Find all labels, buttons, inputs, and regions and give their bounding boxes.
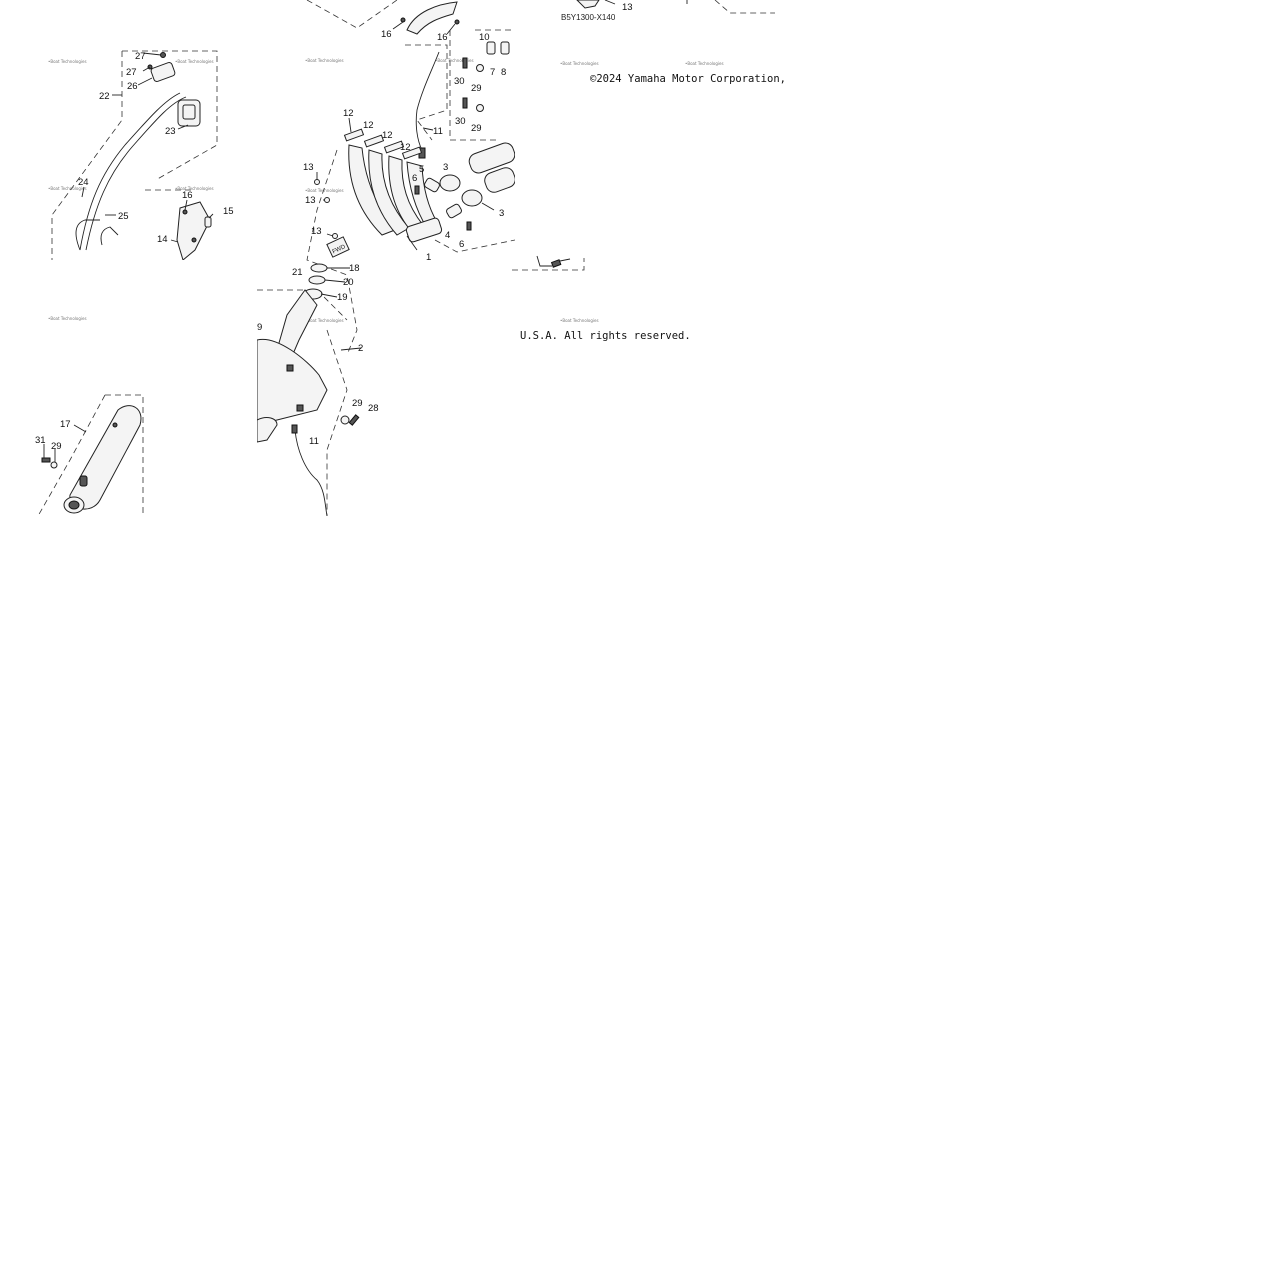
watermark-text: •Boat Technologies (48, 186, 87, 191)
watermark-group-top: •Boat Technologies •Boat Technologies (560, 61, 724, 66)
callout-number: 6 (459, 239, 464, 250)
callout-number: 13 (311, 226, 322, 237)
callout-number: 22 (99, 91, 110, 102)
callout-number: 30 (455, 116, 466, 127)
callout-number: 7 (490, 67, 495, 78)
watermark-group-mid: •Boat Technologies (560, 318, 599, 323)
callout-number: 3 (499, 208, 504, 219)
callout-number: 1 (426, 252, 431, 263)
diagram-tile-protector: •Boat Technologies 16 15 14 (145, 180, 235, 260)
callout-number: 20 (343, 277, 354, 288)
callout-number: 15 (223, 206, 234, 217)
copyright-line-1: ©2024 Yamaha Motor Corporation, (590, 73, 786, 85)
callout-number: 10 (479, 32, 490, 43)
callout-number: 17 (60, 419, 71, 430)
watermark-text: •Boat Technologies (175, 59, 214, 64)
callout-number: FWD (332, 244, 348, 255)
watermark-text: •Boat Technologies (685, 61, 724, 66)
callout-number: 24 (78, 177, 89, 188)
watermark-text: •Boat Technologies (305, 188, 344, 193)
callout-number: 30 (454, 76, 465, 87)
callout-number: 27 (135, 51, 146, 62)
protector-illustration: •Boat Technologies 16 15 14 (145, 186, 234, 260)
callout-number: 12 (363, 120, 374, 131)
figcode-fragment: 13 B5Y1300-X140 (561, 0, 775, 22)
callout-number: 18 (349, 263, 360, 274)
callout-number: 8 (501, 67, 506, 78)
copyright-line-2: U.S.A. All rights reserved. (520, 330, 691, 342)
callout-number: 12 (400, 142, 411, 153)
callout-number: 16 (381, 29, 392, 40)
figure-code: B5Y1300-X140 (561, 13, 616, 22)
watermark-text: •Boat Technologies (48, 316, 87, 321)
callout-number: 14 (157, 234, 168, 245)
callout-number: 29 (471, 123, 482, 134)
callout-number: 13 (305, 195, 316, 206)
callout-number: 13 (622, 2, 633, 13)
watermark-text: •Boat Technologies (560, 318, 599, 323)
callout-number: 16 (182, 190, 193, 201)
callout-number: 19 (337, 292, 348, 303)
callout-number: 4 (445, 230, 450, 241)
callout-number: 11 (433, 126, 443, 137)
diagram-tile-muffler: •Boat Technologies 17 31 29 (30, 300, 230, 516)
callout-number: 12 (382, 130, 393, 141)
watermark-text: •Boat Technologies (305, 318, 344, 323)
callout-number: 2 (358, 343, 363, 354)
diagram-tile-sensor (512, 250, 587, 272)
callout-number: 12 (343, 108, 354, 119)
callout-number: 25 (118, 211, 129, 222)
exhaust-illustration: •Boat Technologies •Boat Technologies •B… (257, 0, 515, 516)
callout-number: 28 (368, 403, 379, 414)
diagram-tile-exhaust: •Boat Technologies •Boat Technologies •B… (257, 0, 515, 516)
callout-number: 13 (303, 162, 314, 173)
callout-number: 31 (35, 435, 46, 446)
watermark-text: •Boat Technologies (305, 58, 344, 63)
watermark-text: •Boat Technologies (175, 186, 214, 191)
callout-number: 3 (443, 162, 448, 173)
callout-number: 26 (127, 81, 138, 92)
watermark-text: •Boat Technologies (435, 58, 474, 63)
callout-number: 5 (419, 164, 424, 175)
callout-number: 16 (437, 32, 448, 43)
diagram-tile-figcode: 13 B5Y1300-X140 (515, 0, 775, 30)
callout-number: 21 (292, 267, 303, 278)
callout-number: 29 (51, 441, 62, 452)
sensor-fragment (512, 255, 585, 271)
muffler-illustration: •Boat Technologies 17 31 29 (35, 316, 144, 516)
callout-number: 23 (165, 126, 176, 137)
callout-number: 6 (412, 173, 417, 184)
callout-number: 27 (126, 67, 137, 78)
callout-number: 9 (257, 322, 262, 333)
callout-number: 29 (471, 83, 482, 94)
watermark-text: •Boat Technologies (560, 61, 599, 66)
watermark-text: •Boat Technologies (48, 59, 87, 64)
callout-number: 29 (352, 398, 363, 409)
callout-number: 11 (309, 436, 319, 447)
